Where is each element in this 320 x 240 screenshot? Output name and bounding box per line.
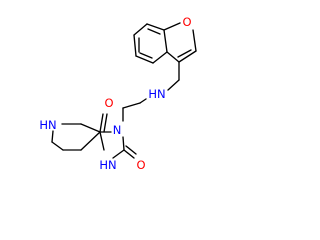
atom-label-amine-nh: HN	[148, 87, 165, 101]
amine-nh-label: HN	[148, 87, 165, 101]
atom-label-piperidine-nh: HN	[39, 118, 56, 132]
molecule-canvas: O HN O N HN HN O	[39, 15, 197, 172]
carbonyl-oxygen-top-label: O	[104, 96, 113, 110]
carbonyl-oxygen-right-label: O	[136, 158, 145, 172]
benzene-ring	[133, 23, 168, 64]
hydantoin-ring	[99, 107, 137, 159]
imide-nitrogen-label: N	[113, 123, 122, 137]
piperidine-nh-label: HN	[39, 118, 56, 132]
atom-label-imide-n: N	[113, 123, 122, 137]
piperidine-ring	[51, 123, 101, 151]
atom-label-hydantoin-nh: HN	[99, 158, 116, 172]
furan-oxygen-label: O	[182, 15, 191, 29]
structure-drawing: O HN O N HN HN O	[39, 15, 197, 172]
atom-label-carbonyl-right: O	[136, 158, 145, 172]
linker-chain	[122, 61, 180, 109]
atom-label-furan-oxygen: O	[182, 15, 191, 29]
atom-label-carbonyl-top: O	[104, 96, 113, 110]
furan-ring	[163, 22, 197, 63]
hydantoin-nh-label: HN	[99, 158, 116, 172]
